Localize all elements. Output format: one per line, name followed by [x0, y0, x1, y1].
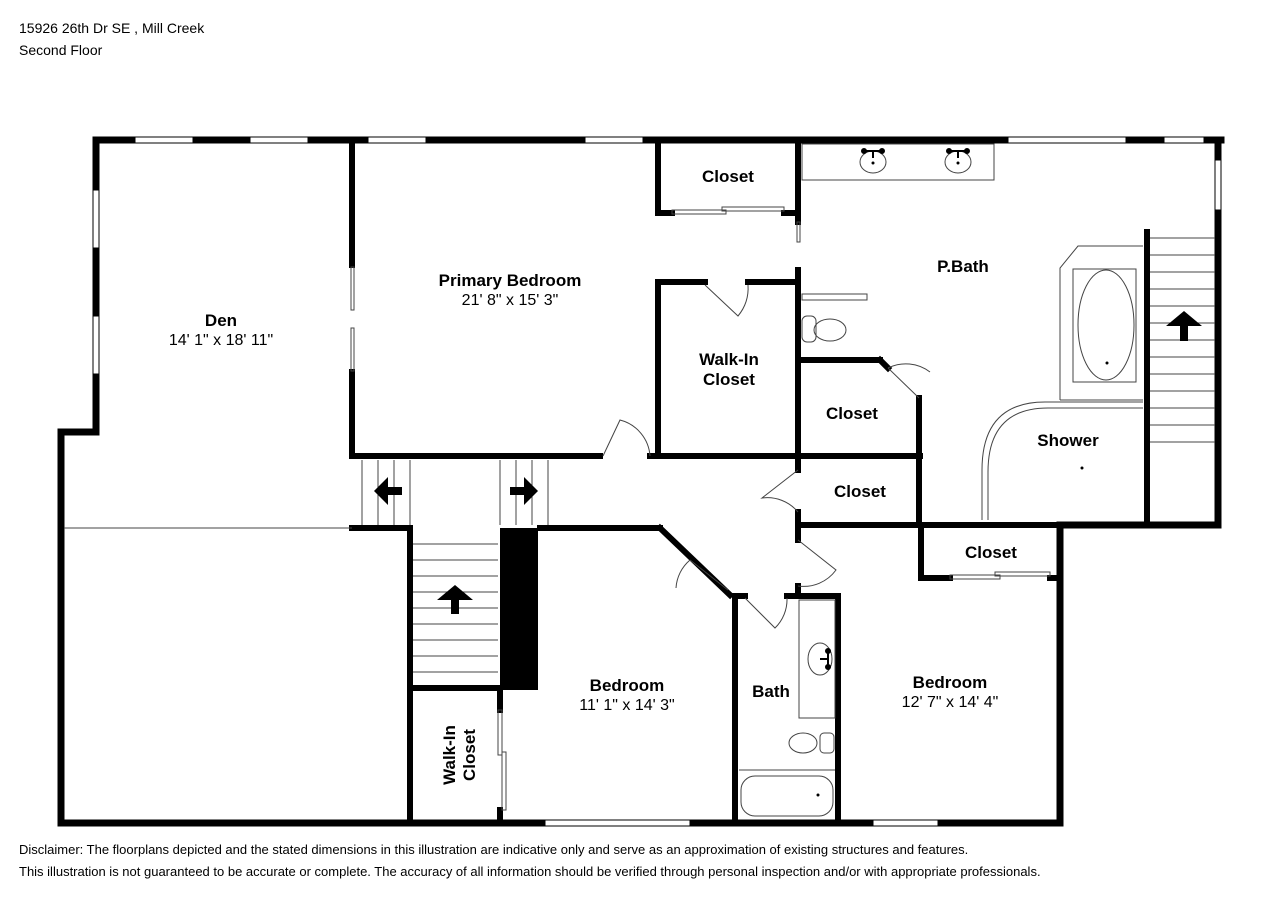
room-name: Shower — [1037, 431, 1099, 450]
room-dims: 14' 1" x 18' 11" — [168, 332, 274, 349]
room-name: Closet — [703, 370, 755, 389]
room-label-closet-mid: Closet — [826, 404, 878, 424]
room-name: Walk-In — [440, 725, 459, 785]
disclaimer-line-2: This illustration is not guaranteed to b… — [19, 864, 1041, 879]
room-label-shower: Shower — [1037, 431, 1098, 451]
room-label-bedroom-1: Bedroom 11' 1" x 14' 3" — [579, 676, 674, 716]
room-name: Walk-In — [699, 350, 759, 369]
room-label-walk-in-closet-small: Walk-In Closet — [440, 725, 480, 785]
room-name: Closet — [826, 404, 878, 423]
room-label-closet-hall: Closet — [834, 482, 886, 502]
chimney-block — [500, 528, 538, 690]
stair-arrows — [374, 311, 1202, 614]
exterior-walls — [57, 136, 1225, 827]
room-name: Bedroom — [589, 676, 665, 695]
room-label-den: Den 14' 1" x 18' 11" — [169, 311, 273, 351]
floor-title: Second Floor — [19, 42, 103, 58]
room-name: Bath — [752, 682, 790, 701]
room-label-closet-bedroom2: Closet — [965, 543, 1017, 563]
room-name: Closet — [965, 543, 1017, 562]
room-name: Closet — [460, 729, 479, 781]
room-dims: 21' 8" x 15' 3" — [461, 292, 559, 309]
room-label-primary-bedroom: Primary Bedroom 21' 8" x 15' 3" — [439, 271, 582, 311]
arrow-left-icon — [374, 477, 402, 505]
room-name: Primary Bedroom — [438, 271, 582, 290]
room-label-walk-in-closet: Walk-In Closet — [699, 350, 759, 390]
disclaimer-line-1: Disclaimer: The floorplans depicted and … — [19, 842, 969, 857]
room-label-bath: Bath — [752, 682, 790, 702]
room-name: Den — [204, 311, 238, 330]
arrow-right-icon — [510, 477, 538, 505]
arrow-up-icon — [437, 585, 473, 614]
room-name: Closet — [834, 482, 886, 501]
room-label-p-bath: P.Bath — [937, 257, 989, 277]
room-dims: 12' 7" x 14' 4" — [901, 694, 999, 711]
room-dims: 11' 1" x 14' 3" — [579, 697, 675, 714]
arrow-up-icon — [1166, 311, 1202, 341]
room-label-bedroom-2: Bedroom 12' 7" x 14' 4" — [902, 673, 999, 713]
room-name: Closet — [702, 167, 754, 186]
address-text: 15926 26th Dr SE , Mill Creek — [19, 20, 205, 36]
room-name: P.Bath — [937, 257, 989, 276]
room-name: Bedroom — [912, 673, 988, 692]
windows — [92, 136, 1222, 827]
room-label-closet-top: Closet — [702, 167, 754, 187]
interior-walls — [349, 140, 1150, 826]
